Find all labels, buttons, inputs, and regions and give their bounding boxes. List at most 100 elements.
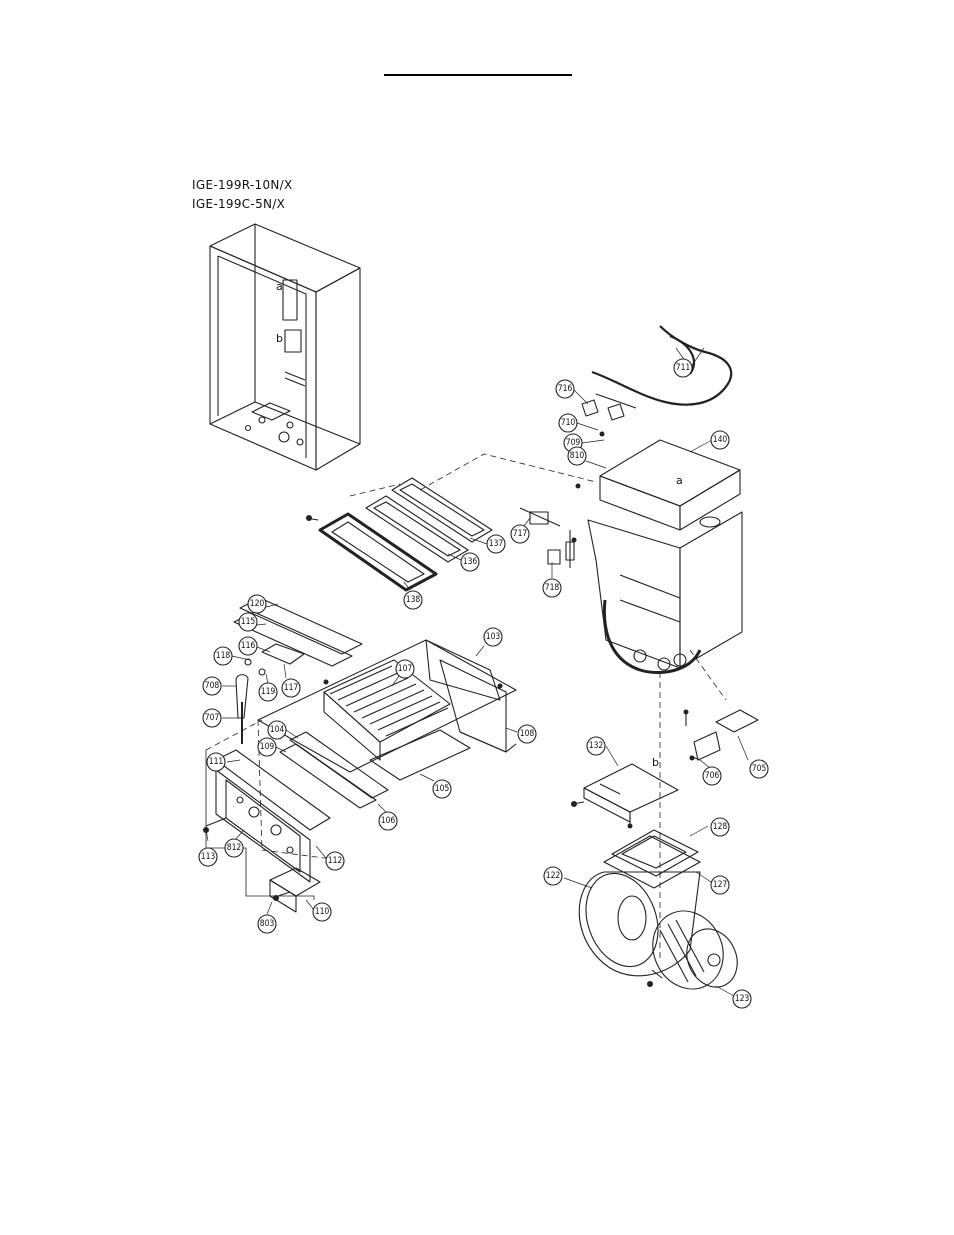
svg-text:106: 106 [381,816,396,826]
mounting-brackets-716 [581,393,637,421]
svg-text:708: 708 [205,681,220,691]
callout-111: 111 [206,752,226,772]
svg-text:120: 120 [250,599,265,609]
letter-a-exchanger: a [676,474,683,487]
model-name-1: IGE-199R-10N/X [192,178,293,192]
heat-exchanger-drawing [587,439,743,674]
fan-bracket-drawing [571,763,679,826]
cabinet-drawing [209,223,361,471]
svg-text:717: 717 [513,529,528,539]
svg-text:128: 128 [713,822,728,832]
callout-138: 138 [403,590,423,610]
callout-136: 136 [460,552,480,572]
callout-128: 128 [710,817,730,837]
model-list: IGE-199R-10N/X IGE-199C-5N/X [192,176,293,214]
callout-117: 117 [281,678,301,698]
callout-107: 107 [395,659,415,679]
letter-b-cabinet: b [276,332,283,345]
svg-text:707: 707 [205,713,220,723]
letter-a-cabinet: a [276,280,283,293]
svg-text:710: 710 [561,418,576,428]
callout-103: 103 [483,627,503,647]
svg-text:138: 138 [406,595,421,605]
svg-text:810: 810 [570,451,585,461]
svg-text:137: 137 [489,539,504,549]
callout-123: 123 [732,989,752,1009]
svg-text:812: 812 [227,843,242,853]
svg-text:109: 109 [260,742,275,752]
wire-harness-drawing [591,325,733,406]
fan-housing-drawing [578,871,701,977]
svg-text:132: 132 [589,741,604,751]
callout-716: 716 [555,379,575,399]
svg-text:104: 104 [270,725,285,735]
svg-text:111: 111 [209,757,224,767]
assembly-guide-lines [205,453,727,960]
svg-text:112: 112 [328,856,343,866]
callouts: 711 716 710 709 810 140 137 136 138 717 … [198,358,769,1009]
callout-115: 115 [238,612,258,632]
callout-705: 705 [749,759,769,779]
svg-text:718: 718 [545,583,560,593]
svg-text:119: 119 [261,687,276,697]
callout-118: 118 [213,646,233,666]
callout-116: 116 [238,636,258,656]
svg-text:122: 122 [546,871,561,881]
svg-text:116: 116 [241,641,256,651]
gas-valve-bracket-drawing [685,709,759,761]
callout-108: 108 [517,724,537,744]
callout-707: 707 [202,708,222,728]
callout-120: 120 [247,594,267,614]
svg-text:118: 118 [216,651,231,661]
svg-text:108: 108 [520,729,535,739]
fan-adapter-drawing [603,829,701,889]
callout-710: 710 [558,413,578,433]
svg-text:103: 103 [486,632,501,642]
svg-text:105: 105 [435,784,450,794]
callout-127: 127 [710,875,730,895]
svg-text:803: 803 [260,919,275,929]
svg-text:706: 706 [705,771,720,781]
callout-132: 132 [586,736,606,756]
svg-text:716: 716 [558,384,573,394]
callout-708: 708 [202,676,222,696]
svg-text:110: 110 [315,907,330,917]
callout-717: 717 [510,524,530,544]
callout-803: 803 [257,914,277,934]
callout-112: 112 [325,851,345,871]
callout-810: 810 [567,446,587,466]
fan-motor-drawing [651,910,738,990]
callout-113: 113 [198,847,218,867]
svg-text:127: 127 [713,880,728,890]
svg-text:123: 123 [735,994,750,1004]
svg-text:136: 136 [463,557,478,567]
callout-105: 105 [432,779,452,799]
gasket-set-drawing [305,477,493,592]
callout-711: 711 [673,358,693,378]
callout-706: 706 [702,766,722,786]
svg-text:709: 709 [566,438,581,448]
svg-text:113: 113 [201,852,216,862]
callout-812: 812 [224,838,244,858]
callout-110: 110 [312,902,332,922]
burner-box-drawing [257,639,517,809]
svg-text:107: 107 [398,664,413,674]
svg-text:711: 711 [676,363,691,373]
letter-b-bracket: b [652,756,659,769]
callout-119: 119 [258,682,278,702]
title-underline [384,74,572,76]
callout-718: 718 [542,578,562,598]
callout-140: 140 [710,430,730,450]
callout-137: 137 [486,534,506,554]
front-cover-drawing [205,749,331,913]
callout-122: 122 [543,866,563,886]
callout-109: 109 [257,737,277,757]
leader-lines [205,347,749,997]
svg-text:117: 117 [284,683,299,693]
svg-text:115: 115 [241,617,256,627]
svg-text:140: 140 [713,435,728,445]
callout-104: 104 [267,720,287,740]
model-name-2: IGE-199C-5N/X [192,197,286,211]
callout-106: 106 [378,811,398,831]
